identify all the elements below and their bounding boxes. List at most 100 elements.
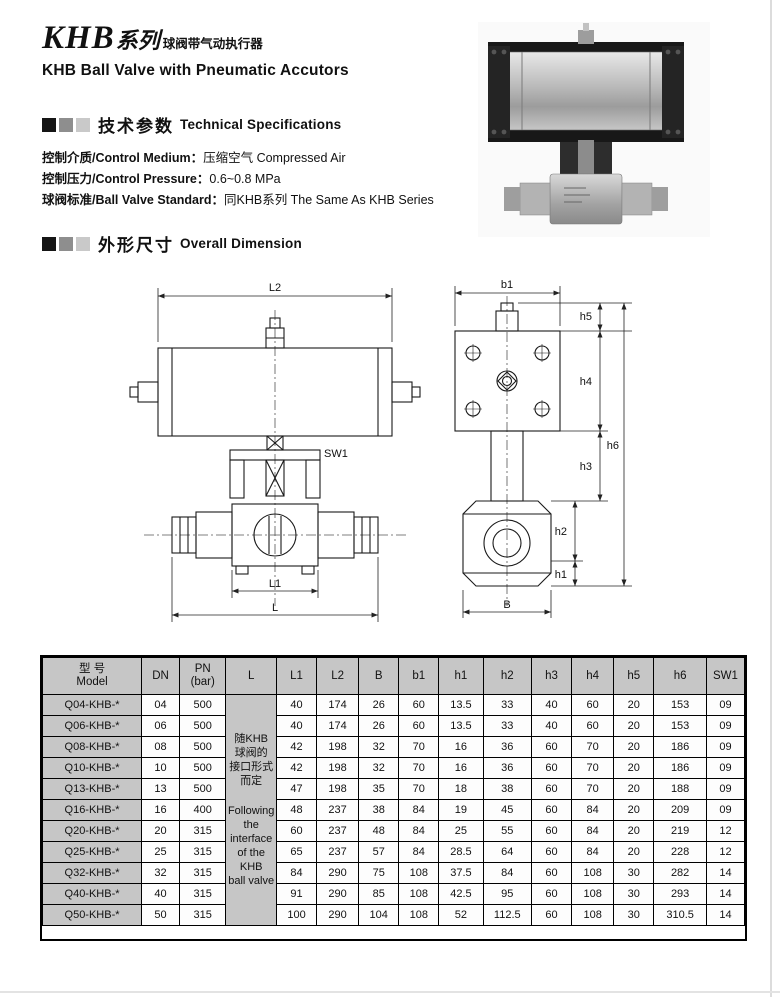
dim-cell: 95 [482,883,533,905]
marker-square-dark [42,236,56,251]
model-cell: Q04-KHB-* [41,694,143,716]
col-header-sw1: SW1 [705,657,746,695]
marker-square-dark [42,117,56,132]
pn-cell: 315 [179,862,227,884]
dim-cell: 09 [705,715,746,737]
dim-cell: 33 [482,715,533,737]
spec-value: 压缩空气 Compressed Air [203,151,346,165]
dim-cell: 09 [705,757,746,779]
dim-cell: 70 [571,736,615,758]
dn-cell: 20 [141,820,181,842]
dim-cell: 19 [438,799,484,821]
dim-cell: 48 [358,820,400,842]
col-header-h6: h6 [653,657,707,695]
dim-cell: 09 [705,694,746,716]
pn-cell: 500 [179,694,227,716]
dim-cell: 42 [275,757,318,779]
marker-square-mid [59,236,73,251]
valve-body-side [462,500,552,587]
col-header-pn: PN (bar) [179,657,227,695]
dim-cell: 28.5 [438,841,484,863]
dim-cell: 198 [316,778,360,800]
col-header-b: B [358,657,400,695]
pn-cell: 400 [179,799,227,821]
l-note-cell: 随KHB 球阀的 接口形式 而定 Following the interface … [225,694,277,926]
dim-cell: 104 [358,904,400,926]
col-header-h1: h1 [438,657,484,695]
dn-cell: 04 [141,694,181,716]
dim-cell: 85 [358,883,400,905]
dim-cell: 40 [275,694,318,716]
dim-cell: 60 [531,757,573,779]
pn-cell: 500 [179,736,227,758]
dim-cell: 40 [531,715,573,737]
model-cell: Q13-KHB-* [41,778,143,800]
title-khb: KHB [42,20,115,56]
front-centerlines [144,310,406,606]
dim-cell: 38 [358,799,400,821]
dim-label-B: B [503,599,510,611]
l-note-zh: 随KHB 球阀的 接口形式 而定 [229,733,274,787]
dim-cell: 37.5 [438,862,484,884]
dim-cell: 16 [438,757,484,779]
spec-line-control-medium: 控制介质/Control Medium：压缩空气 Compressed Air [42,148,434,169]
dim-cell: 60 [531,778,573,800]
dim-cell: 60 [531,862,573,884]
dim-cell: 282 [653,862,707,884]
dim-cell: 290 [316,862,360,884]
dim-label-h5: h5 [580,311,592,323]
model-cell: Q50-KHB-* [41,904,143,926]
dim-cell: 13.5 [438,715,484,737]
side-view-labels: b1 h5 h4 h3 h2 h1 h6 B [501,279,619,611]
spec-value: 0.6~0.8 MPa [209,172,281,186]
dim-cell: 14 [705,862,746,884]
spec-label: 控制压力/Control Pressure： [42,172,210,186]
col-header-h2: h2 [482,657,533,695]
front-view-labels: L2 SW1 L1 L [269,282,348,614]
dim-cell: 108 [571,883,615,905]
dim-label-L1: L1 [269,578,281,590]
dimension-drawing: L2 SW1 L1 L [129,279,632,622]
dim-cell: 237 [316,841,360,863]
dim-cell: 60 [571,715,615,737]
dim-cell: 84 [398,841,440,863]
dim-label-h2: h2 [555,526,567,538]
dim-cell: 100 [275,904,318,926]
spec-list: 控制介质/Control Medium：压缩空气 Compressed Air … [42,148,434,211]
dim-label-L2: L2 [269,282,281,294]
dim-cell: 60 [531,883,573,905]
model-cell: Q25-KHB-* [41,841,143,863]
dim-cell: 70 [398,757,440,779]
dim-cell: 237 [316,799,360,821]
dim-cell: 174 [316,694,360,716]
table-header-row: 型 号 Model DN PN (bar) L L1 L2 B b1 h1 h2… [41,657,746,695]
pn-cell: 315 [179,883,227,905]
dim-cell: 09 [705,799,746,821]
dim-cell: 84 [398,820,440,842]
dim-cell: 35 [358,778,400,800]
dim-cell: 16 [438,736,484,758]
marker-square-mid [59,117,73,132]
dim-cell: 60 [531,799,573,821]
dim-cell: 09 [705,736,746,758]
col-header-dn: DN [141,657,181,695]
dim-cell: 20 [613,694,655,716]
dim-cell: 84 [571,820,615,842]
dimension-table: 型 号 Model DN PN (bar) L L1 L2 B b1 h1 h2… [41,657,746,926]
dim-cell: 228 [653,841,707,863]
spec-value: 同KHB系列 The Same As KHB Series [224,193,434,207]
title-english: KHB Ball Valve with Pneumatic Accutors [42,62,349,79]
dim-cell: 60 [531,736,573,758]
dim-cell: 20 [613,736,655,758]
dim-cell: 18 [438,778,484,800]
dim-cell: 84 [571,799,615,821]
l-note-en: Following the interface of the KHB ball … [227,805,275,887]
model-cell: Q40-KHB-* [41,883,143,905]
dim-cell: 188 [653,778,707,800]
dim-cell: 70 [398,736,440,758]
